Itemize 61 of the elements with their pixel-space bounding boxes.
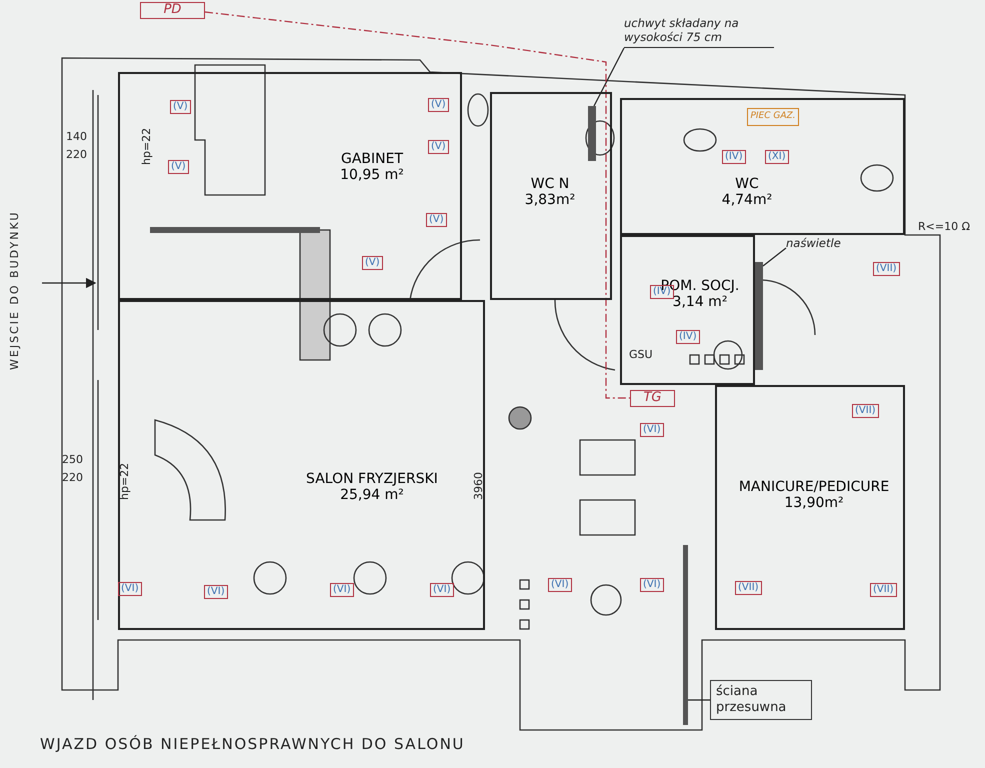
note-box: ściana przesuwna [710, 680, 812, 720]
dimension-label: hp=22 [140, 128, 153, 165]
area-label: 3,14 m² [672, 294, 728, 310]
area-label: 13,90m² [784, 495, 844, 511]
grab-bar [588, 106, 596, 161]
circuit-tag: (IV) [722, 150, 746, 164]
sliding-wall [683, 545, 688, 725]
annotation-text: naświetle [786, 236, 864, 254]
circuit-tag: (VI) [204, 585, 228, 599]
panel-tag: TG [630, 390, 675, 407]
room-name: MANICURE/PEDICURE [738, 479, 890, 495]
room-outline [118, 300, 485, 630]
circuit-tag: (VII) [870, 583, 897, 597]
leader-line [688, 699, 710, 701]
circuit-tag: (V) [428, 140, 449, 154]
circuit-tag: (V) [170, 100, 191, 114]
circuit-tag: (IV) [676, 330, 700, 344]
circuit-tag: (XI) [765, 150, 789, 164]
circuit-tag: (VI) [548, 578, 572, 592]
circuit-tag: (V) [362, 256, 383, 270]
area-label: 4,74m² [722, 192, 772, 208]
dimension-label: GSU [629, 348, 653, 361]
circuit-tag: (V) [426, 213, 447, 227]
leader-line [762, 248, 786, 266]
circuit-tag: (VII) [873, 262, 900, 276]
annotation-text: uchwyt składany na wysokości 75 cm [624, 16, 774, 48]
circuit-tag: (V) [428, 98, 449, 112]
wiring-line [204, 11, 630, 399]
room-name: GABINET [340, 151, 404, 167]
room-outline [620, 98, 905, 235]
note-text: WJAZD OSÓB NIEPEŁNOSPRAWNYCH DO SALONU [40, 735, 465, 753]
circuit-tag: (VII) [735, 581, 762, 595]
circuit-tag: (VII) [852, 404, 879, 418]
circuit-tag: (VI) [430, 583, 454, 597]
window [755, 262, 763, 370]
circuit-tag: (VI) [640, 578, 664, 592]
dimension-label: 250 [62, 453, 83, 466]
dimension-label: hp=22 [118, 462, 131, 500]
dimension-label: 140 [66, 130, 87, 143]
circuit-tag: (VI) [118, 582, 142, 596]
dimension-label: 220 [62, 471, 83, 484]
area-label: 3,83m² [524, 192, 576, 208]
room-outline [118, 72, 462, 300]
circuit-tag: (VI) [640, 423, 664, 437]
area-label: 25,94 m² [340, 487, 404, 503]
leader-line [593, 48, 625, 106]
room-name: WC N [530, 176, 570, 192]
equipment-tag: PIEC GAZ. [747, 108, 799, 126]
room-outline [715, 385, 905, 630]
room-outline [490, 92, 612, 300]
circuit-tag: (VI) [330, 583, 354, 597]
panel-tag: PD [140, 2, 205, 19]
area-label: 10,95 m² [340, 167, 404, 183]
dimension-label: R<=10 Ω [918, 220, 970, 233]
room-outline [620, 235, 755, 385]
entrance-label: WEJSCIE DO BUDYNKU [8, 210, 21, 370]
dimension-label: 220 [66, 148, 87, 161]
dimension-label: 3960 [472, 472, 485, 500]
circuit-tag: (V) [168, 160, 189, 174]
room-name: WC [735, 176, 759, 192]
room-name: SALON FRYZJERSKI [306, 471, 438, 487]
